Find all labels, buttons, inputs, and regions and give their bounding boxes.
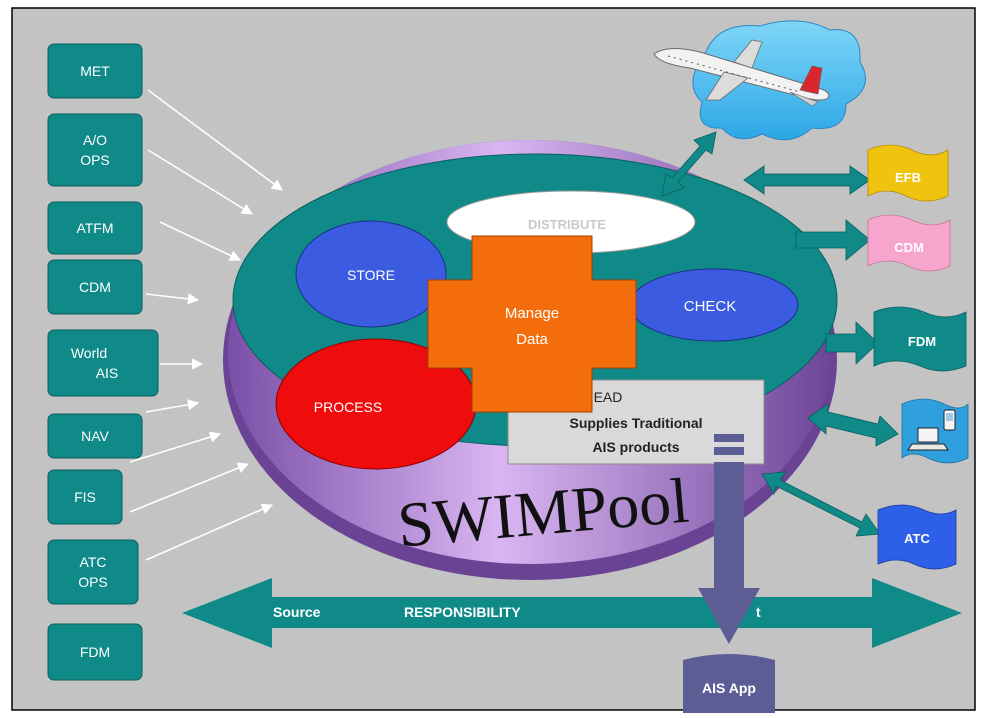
source-box-fdm: FDM (47, 623, 143, 681)
fdm-output-label: FDM (908, 334, 936, 349)
check-label: CHECK (684, 298, 737, 315)
efb-output: EFB (867, 144, 949, 202)
process-label: PROCESS (314, 399, 382, 415)
input-arrow-fis (129, 462, 250, 513)
source-label-world-ais-2: AIS (96, 365, 119, 381)
source-label-atfm: ATFM (76, 220, 113, 236)
input-arrow-atfm (159, 221, 242, 261)
source-label-ao-ops-2: OPS (80, 152, 110, 168)
ead-line1: Supplies Traditional (569, 415, 702, 431)
ais-app-label: AIS App (702, 680, 756, 696)
cdm-output-label: CDM (894, 240, 924, 255)
source-box-ao-ops: A/O OPS (47, 113, 143, 187)
phone-icon (943, 409, 956, 431)
store-ellipse (295, 220, 447, 328)
source-label-fdm: FDM (80, 644, 110, 660)
cdm-link-arrow (795, 219, 871, 261)
input-arrow-ao-ops (147, 149, 253, 215)
input-arrow-nav (129, 431, 222, 463)
source-box-fis: FIS (47, 469, 123, 525)
cdm-output: CDM (867, 214, 951, 272)
airplane-icon (653, 39, 830, 107)
responsibility-label: RESPONSIBILITY (404, 604, 521, 620)
source-label-met: MET (80, 63, 110, 79)
source-box-atfm: ATFM (47, 201, 143, 255)
source-label-atc-ops-2: OPS (78, 574, 108, 590)
atc-output-label: ATC (904, 531, 930, 546)
manage-data-line1: Manage (505, 305, 559, 322)
device-output (901, 398, 969, 464)
responsibility-arrow: Source RESPONSIBILITY t (182, 578, 962, 648)
input-arrow-atc-ops (145, 503, 274, 561)
source-label-fis: FIS (74, 489, 96, 505)
source-label-nav: NAV (81, 428, 109, 444)
ais-app-output: AIS App (683, 654, 775, 713)
plane-link-arrow (661, 131, 717, 197)
distribute-label: DISTRIBUTE (528, 217, 606, 232)
input-arrow-cdm (145, 293, 200, 305)
responsibility-end: t (756, 604, 761, 620)
store-label: STORE (347, 267, 395, 283)
source-box-met: MET (47, 43, 143, 99)
source-box-nav: NAV (47, 413, 143, 459)
source-label-atc-ops-1: ATC (80, 554, 107, 570)
fdm-link-arrow (825, 321, 879, 365)
input-arrows (129, 89, 283, 561)
responsibility-source: Source (273, 604, 321, 620)
ead-title: EAD (594, 389, 623, 405)
input-arrow-met (147, 89, 283, 191)
ais-app-arrow (698, 434, 760, 644)
input-arrow-misc (145, 399, 200, 413)
source-label-cdm: CDM (79, 279, 111, 295)
laptop-icon (907, 427, 949, 451)
output-arrows (661, 131, 899, 537)
efb-label: EFB (895, 170, 921, 185)
manage-data-line2: Data (516, 331, 548, 348)
source-box-atc-ops: ATC OPS (47, 539, 139, 605)
fdm-output: FDM (873, 306, 967, 372)
ead-line2: AIS products (592, 439, 679, 455)
manage-data-cross: Manage Data (427, 235, 637, 413)
source-box-cdm: CDM (47, 259, 143, 315)
source-label-ao-ops-1: A/O (83, 132, 107, 148)
device-link-arrow (807, 403, 899, 447)
atc-output: ATC (877, 504, 957, 570)
source-label-world-ais-1: World (71, 345, 107, 361)
